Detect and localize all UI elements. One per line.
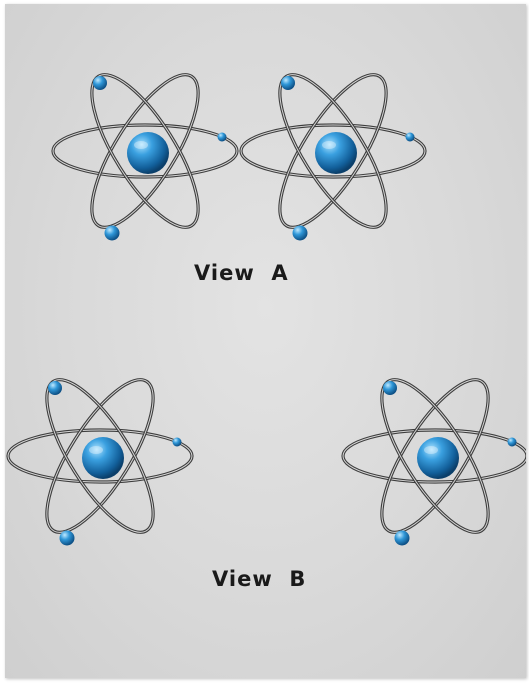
view-a-label: View A	[194, 261, 289, 285]
atom-icon	[50, 61, 240, 241]
atom-icon	[340, 366, 526, 546]
figure-canvas: View A View B	[5, 4, 526, 678]
view-b-label: View B	[212, 567, 307, 591]
atom-icon	[238, 61, 428, 241]
atom-icon	[5, 366, 195, 546]
